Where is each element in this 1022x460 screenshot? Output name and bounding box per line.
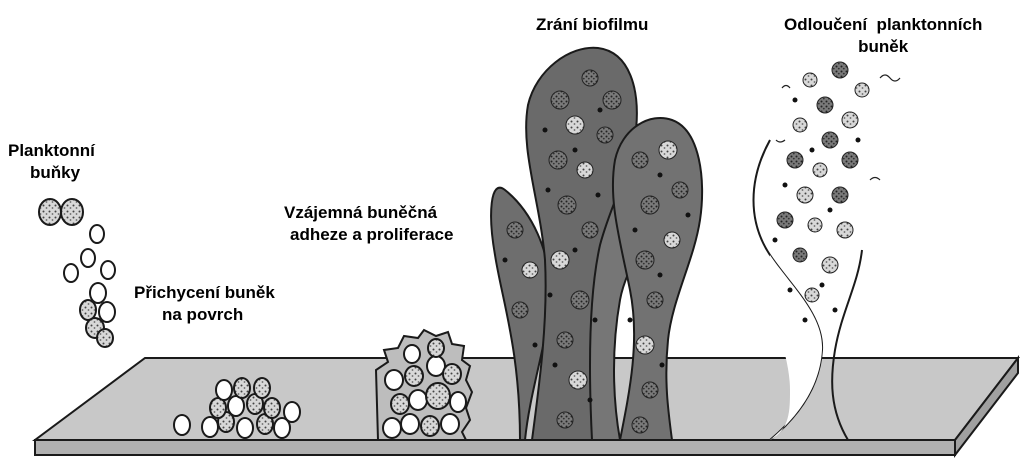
label-detachment-line1: Odloučení planktonních <box>784 14 982 36</box>
label-maturation-line1: Zrání biofilmu <box>536 14 648 36</box>
label-planktonic-cells: Planktonní buňky <box>8 140 95 184</box>
label-planktonic-line2: buňky <box>8 162 95 184</box>
detaching-cells <box>777 62 869 302</box>
label-biofilm-maturation: Zrání biofilmu <box>536 14 648 36</box>
label-planktonic-line1: Planktonní <box>8 140 95 162</box>
label-attachment-line1: Přichycení buněk <box>134 282 275 304</box>
label-adhesion-line1: Vzájemná buněčná <box>284 202 453 224</box>
label-cell-attachment: Přichycení buněk na povrch <box>134 282 275 326</box>
microcolony <box>376 330 472 440</box>
label-adhesion-proliferation: Vzájemná buněčná adheze a proliferace <box>284 202 453 246</box>
label-planktonic-detachment: Odloučení planktonních buněk <box>784 14 982 58</box>
planktonic-cells <box>39 199 115 347</box>
label-adhesion-line2: adheze a proliferace <box>284 224 453 246</box>
label-detachment-line2: buněk <box>784 36 982 58</box>
label-attachment-line2: na povrch <box>134 304 275 326</box>
